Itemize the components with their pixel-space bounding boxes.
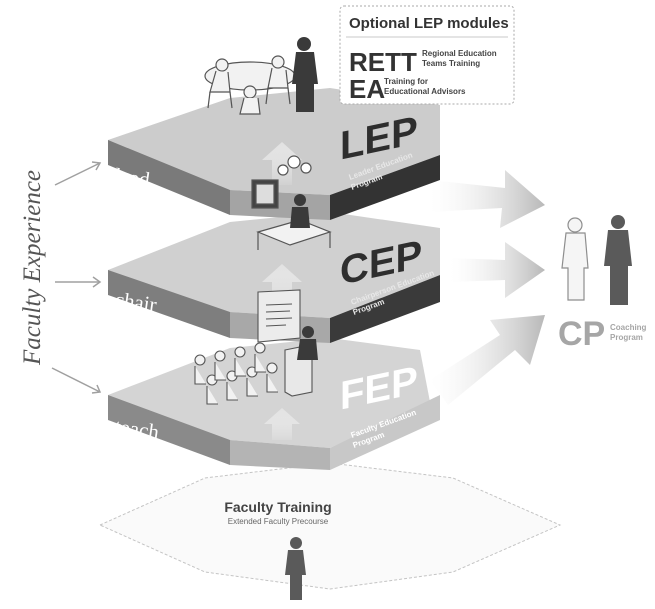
coach-dark [604,215,632,305]
module-rett-line2: Teams Training [422,59,480,68]
module-ea-line2: Educational Advisors [384,87,466,96]
module-rett-code: RETT [349,47,417,77]
cp-line1: Coaching [610,323,647,332]
modules-title: Optional LEP modules [349,15,509,32]
desk-illustration [251,155,332,250]
role-chair: chair [113,287,158,317]
meeting-illustration [204,55,296,115]
seated-person [290,194,310,228]
coach-light [561,217,589,301]
experience-arrows [51,161,102,394]
base-title: Faculty Training [224,499,331,515]
base-subtitle: Extended Faculty Precourse [228,517,329,526]
lecture-illustration [194,289,313,405]
coaching-illustration [561,215,632,305]
role-lead: lead [113,163,151,192]
trainee-figure [285,537,306,600]
optional-modules-box: Optional LEP modules RETT Regional Educa… [339,5,515,105]
role-teach: teach [113,414,161,444]
arrow-teach-to-cp [430,315,545,405]
base-platform [98,462,562,590]
lecturer [297,326,318,360]
arrow-chair-to-cp [450,242,545,298]
arrows-to-coaching [430,170,545,405]
module-ea-code: EA [349,74,385,104]
faculty-experience-label: Faculty Experience [19,170,46,366]
code-cp: CP [558,315,605,353]
module-rett-line1: Regional Education [422,49,497,58]
module-ea-line1: Training for [384,77,428,86]
standing-presenter [292,37,318,112]
stage-fep [108,338,440,470]
cp-line2: Program [610,333,643,342]
arrow-lead-to-cp [430,170,545,228]
